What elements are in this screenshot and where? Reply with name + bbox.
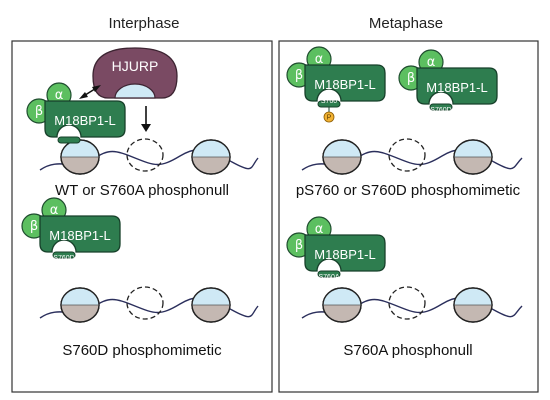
m18bp1-complex-s760d: α β M18BP1-L S760D [398, 49, 498, 114]
beta-subunit: β [295, 238, 303, 253]
site-s760-label: S760 [321, 98, 337, 105]
beta-subunit: β [295, 68, 303, 83]
beta-subunit: β [30, 219, 38, 234]
cenpa-nucleosome [60, 139, 100, 175]
metaphase-title: Metaphase [369, 15, 443, 32]
alpha-subunit: α [55, 88, 64, 103]
hjurp-chaperone: HJURP [92, 47, 178, 99]
m18bp1-complex-phospho: α β M18BP1-L S760 P [286, 46, 386, 123]
alpha-subunit: α [50, 203, 59, 218]
cenpa-nucleosome [453, 287, 493, 323]
cenpa-nucleosome [191, 287, 231, 323]
alpha-subunit: α [427, 55, 436, 70]
m18bp1-label: M18BP1-L [54, 113, 115, 128]
cenpa-nucleosome [191, 139, 231, 175]
beta-subunit: β [407, 71, 415, 86]
alpha-subunit: α [315, 222, 324, 237]
caption-ps760-phosphomimetic: pS760 or S760D phosphomimetic [296, 182, 521, 199]
site-s760d-label: S760D [53, 255, 74, 262]
cenpa-nucleosome [322, 287, 362, 323]
phosphate-group [323, 111, 335, 123]
m18bp1-label: M18BP1-L [426, 80, 487, 95]
cenpa-nucleosome [322, 139, 362, 175]
deposition-arrow [141, 106, 151, 132]
m18bp1-complex-s760d: α β M18BP1-L S760D [21, 197, 121, 262]
phosphate-label: P [327, 115, 332, 122]
m18bp1-label: M18BP1-L [314, 77, 375, 92]
hjurp-label: HJURP [112, 58, 159, 74]
caption-s760d-phosphomimetic: S760D phosphomimetic [62, 342, 222, 359]
interaction-arrow [79, 85, 101, 99]
caption-s760a-phosphonull: S760A phosphonull [343, 342, 472, 359]
caption-wt-phosphonull: WT or S760A phosphonull [55, 182, 229, 199]
interphase-title: Interphase [109, 15, 180, 32]
site-s760d-label: S760D [430, 107, 451, 114]
cenpa-nucleosome [453, 139, 493, 175]
beta-subunit: β [35, 104, 43, 119]
site-s760a-label: S760A [318, 274, 339, 281]
m18bp1-complex-s760a: α β M18BP1-L S760A [286, 216, 386, 281]
cenpa-nucleosome [60, 287, 100, 323]
m18bp1-label: M18BP1-L [49, 228, 110, 243]
alpha-subunit: α [315, 52, 324, 67]
m18bp1-complex: α β M18BP1-L [26, 82, 126, 144]
m18bp1-label: M18BP1-L [314, 247, 375, 262]
